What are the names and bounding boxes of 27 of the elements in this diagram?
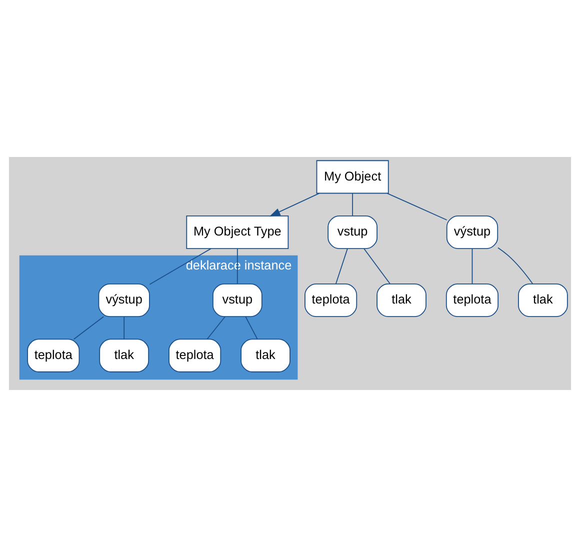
node-box: tlak <box>376 283 426 318</box>
node-box: výstup <box>446 215 498 250</box>
node-box: My Object <box>316 160 389 194</box>
connector <box>335 248 348 284</box>
node-box: tlak <box>240 338 290 372</box>
node-box: vstup <box>212 283 262 318</box>
connector <box>364 248 390 284</box>
node-box: teplota <box>27 338 80 372</box>
connector <box>206 316 226 340</box>
connector <box>124 316 125 340</box>
node-box: výstup <box>98 283 150 318</box>
node-box: teplota <box>168 338 222 372</box>
node-box: My Object Type <box>186 215 289 250</box>
connector <box>245 316 258 340</box>
node-box: tlak <box>99 338 150 372</box>
arrow <box>269 192 320 216</box>
connector <box>73 316 104 340</box>
node-box: vstup <box>328 215 378 250</box>
node-box: teplota <box>304 283 358 318</box>
connector <box>149 248 212 285</box>
connector <box>236 248 238 284</box>
connector <box>386 192 448 220</box>
connector <box>498 247 534 284</box>
node-box: tlak <box>518 283 568 318</box>
node-box: teplota <box>446 283 499 318</box>
connector <box>472 248 473 284</box>
connector <box>352 192 353 216</box>
